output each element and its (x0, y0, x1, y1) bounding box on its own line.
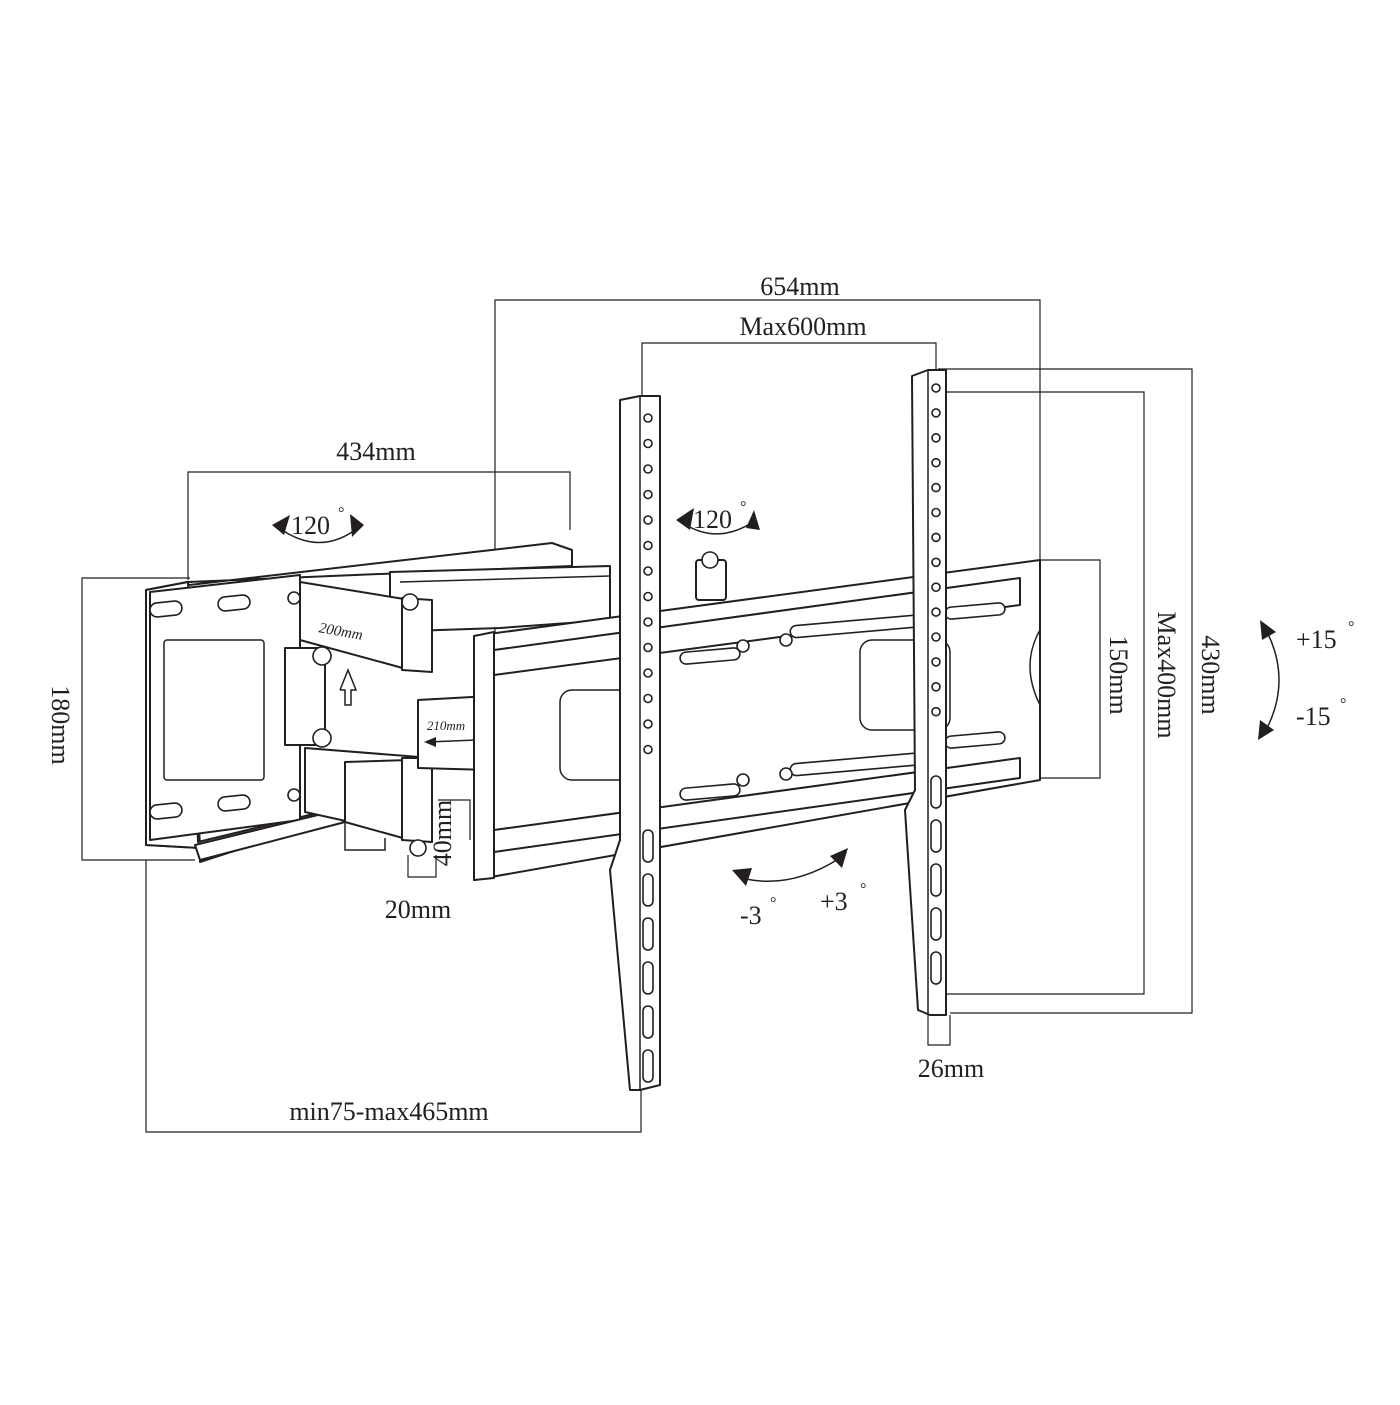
label-swivel-right: 120 (693, 505, 732, 534)
rail-hole (643, 464, 653, 474)
label-arm-offset-width: 20mm (385, 895, 451, 924)
label-max-vesa-width: Max600mm (739, 312, 866, 341)
rail-slot (930, 863, 942, 897)
rail-hole (931, 632, 941, 642)
rail-hole (643, 515, 653, 525)
label-vertical-rail-height: 430mm (1196, 635, 1225, 714)
rail-hole (931, 457, 941, 468)
label-extension: min75-max465mm (289, 1097, 488, 1126)
degree-swivel-right: ° (740, 499, 746, 516)
rail-hole (931, 383, 941, 393)
rail-hole (643, 642, 653, 653)
rotation-indicators (272, 508, 1280, 886)
rail-hole (643, 438, 653, 449)
rail-hole (931, 408, 941, 418)
rail-hole (931, 657, 941, 667)
label-wall-plate-width: 434mm (336, 437, 415, 466)
rail-hole (931, 532, 941, 543)
label-tilt-up: +15 (1296, 625, 1337, 654)
label-wall-plate-height: 180mm (46, 685, 75, 764)
label-inner-arm-length: 200mm (318, 620, 364, 643)
label-rail-depth: 26mm (918, 1054, 984, 1083)
label-swivel-left: 120 (291, 511, 330, 540)
degree-roll-left: ° (770, 895, 776, 912)
rail-slot (930, 907, 942, 941)
rail-hole (643, 744, 653, 755)
rail-hole (643, 617, 653, 627)
label-roll-left: -3 (740, 901, 762, 930)
rotation-labels: 120 ° 120 ° +15 ° -15 ° -3 ° +3 ° (291, 499, 1354, 930)
wall-plate (145, 542, 573, 863)
rail-hole (643, 591, 653, 602)
degree-swivel-left: ° (338, 505, 344, 522)
rail-hole (931, 482, 941, 493)
right-vertical-rail (904, 369, 947, 1016)
rail-hole (643, 413, 653, 423)
rail-hole (931, 507, 941, 518)
rail-slot (642, 1049, 654, 1083)
rail-hole (931, 582, 941, 593)
label-arm-offset-height: 40mm (428, 800, 457, 866)
degree-roll-right: ° (860, 881, 866, 898)
rail-hole (643, 489, 653, 500)
degree-tilt-down: ° (1340, 696, 1346, 713)
degree-tilt-up: ° (1348, 619, 1354, 636)
rail-hole (931, 706, 941, 717)
rail-hole (931, 681, 941, 692)
rail-slot (930, 775, 942, 809)
rail-hole (643, 693, 653, 704)
rail-slot (642, 873, 654, 907)
rail-slot (930, 819, 942, 853)
dimension-lines (81, 299, 1193, 1133)
rail-hole (643, 668, 653, 678)
label-center-bracket-height: 150mm (1104, 635, 1133, 714)
left-vertical-rail (609, 395, 661, 1091)
rail-slot (930, 951, 942, 985)
rail-hole (931, 557, 941, 568)
rail-hole (643, 719, 653, 729)
label-roll-right: +3 (820, 887, 848, 916)
rail-hole (931, 432, 941, 443)
rail-hole (643, 540, 653, 551)
label-outer-arm-length: 210mm (427, 718, 465, 733)
label-max-vesa-height: Max400mm (1152, 611, 1181, 738)
label-overall-width: 654mm (760, 272, 839, 301)
dimension-labels: 654mm Max600mm 434mm 180mm min75-max465m… (46, 272, 1225, 1126)
rail-slot (642, 829, 654, 863)
rail-slot (642, 1005, 654, 1039)
rail-slot (642, 961, 654, 995)
label-tilt-down: -15 (1296, 702, 1331, 731)
rail-hole (643, 566, 653, 576)
rail-slot (642, 917, 654, 951)
rail-hole (931, 607, 941, 617)
